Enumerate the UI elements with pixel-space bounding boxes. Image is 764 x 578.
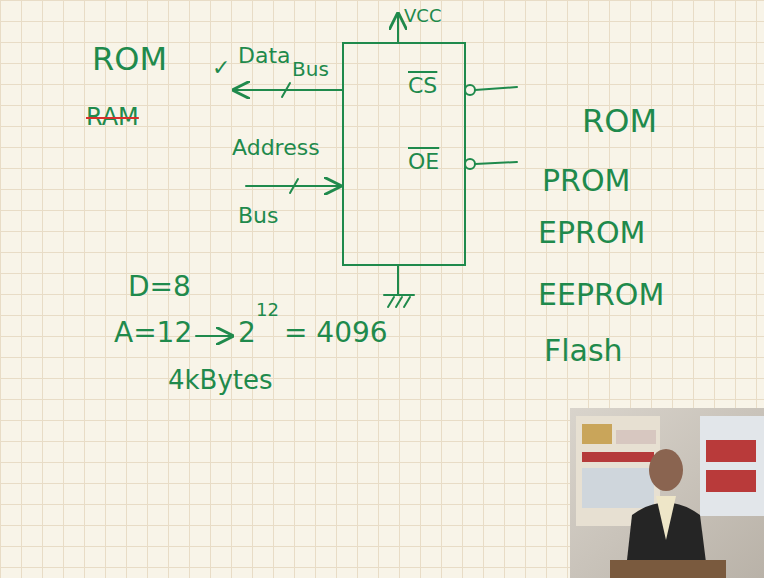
handwritten-label: PROM	[542, 164, 630, 197]
inversion-bubble	[465, 159, 475, 169]
handwritten-label: EPROM	[538, 216, 645, 249]
handwritten-label: EEPROM	[538, 278, 664, 311]
handwritten-label: 2	[238, 318, 256, 349]
chip-box: CS OE	[342, 42, 466, 266]
handwritten-label: ROM	[582, 104, 657, 139]
video-inset	[570, 408, 764, 578]
handwritten-label: 12	[256, 300, 279, 320]
bus-width-tick	[290, 179, 298, 193]
handwritten-label: Bus	[238, 204, 279, 228]
ground-symbol	[384, 265, 414, 307]
pin-line	[475, 87, 517, 90]
data-bus-arrow	[234, 89, 342, 91]
handwritten-label: A=12	[114, 318, 192, 349]
handwritten-label: Data	[238, 44, 291, 68]
handwritten-label: Flash	[544, 334, 623, 367]
handwritten-label: = 4096	[284, 318, 388, 349]
handwritten-label: ✓	[212, 56, 230, 80]
pin-line	[475, 162, 517, 164]
handwritten-label: D=8	[128, 272, 191, 303]
handwritten-label: ROM	[92, 42, 167, 77]
bus-width-tick	[282, 83, 290, 97]
handwritten-label: VCC	[404, 6, 441, 26]
handwritten-label: 4kBytes	[168, 366, 273, 395]
struck-text: RAM	[86, 104, 139, 130]
inversion-bubble	[465, 85, 475, 95]
implies-arrow	[196, 335, 232, 337]
pin-name: OE	[408, 150, 439, 174]
pin-name: CS	[408, 74, 437, 98]
handwritten-label: Address	[232, 136, 320, 160]
vcc-arrow	[397, 14, 399, 42]
handwritten-label: Bus	[292, 58, 329, 80]
